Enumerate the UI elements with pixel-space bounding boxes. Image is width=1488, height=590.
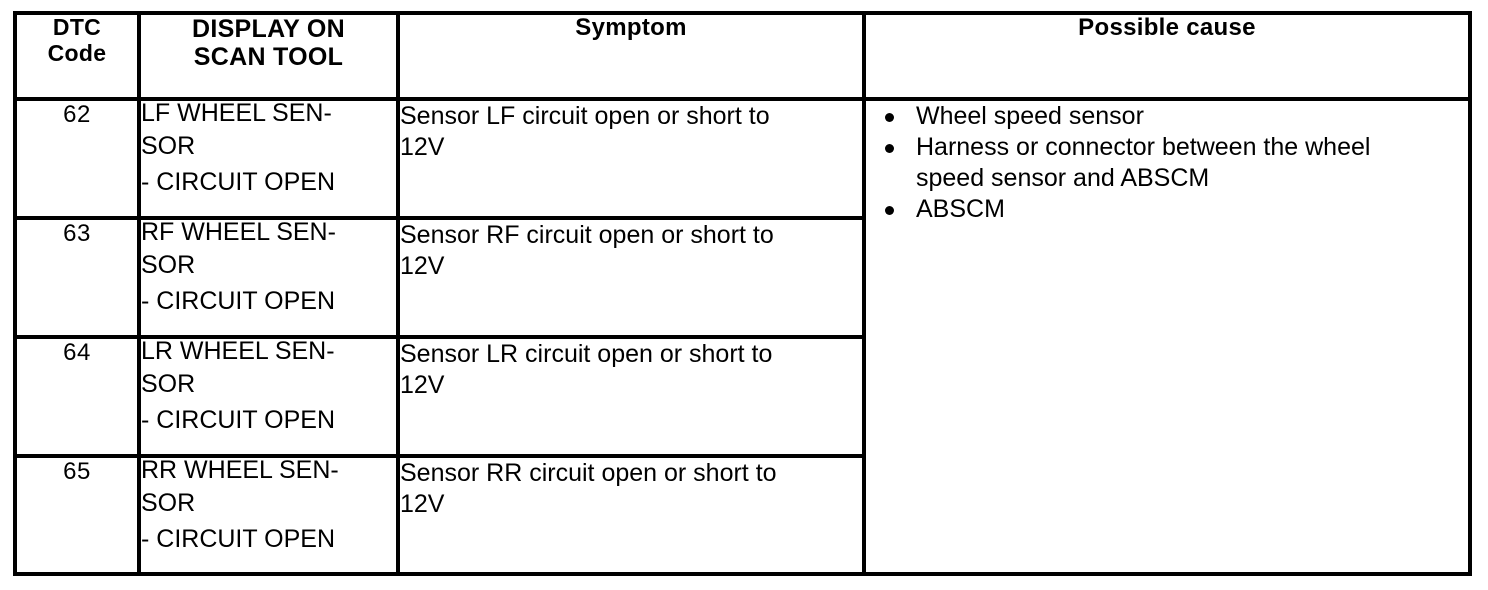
bullet-icon bbox=[885, 113, 894, 122]
possible-cause-text: ABSCM bbox=[916, 194, 1468, 225]
dtc-code-table: DTC Code DISPLAY ON SCAN TOOL Symptom Po… bbox=[13, 11, 1472, 576]
cell-symptom: Sensor LR circuit open or short to 12V bbox=[396, 335, 866, 458]
column-header-dtc-code-line-1: DTC bbox=[52, 14, 102, 40]
display-line-1: LR WHEEL SEN- bbox=[141, 337, 335, 365]
list-item: ABSCM bbox=[866, 194, 1468, 225]
column-header-display-line-2: SCAN TOOL bbox=[193, 43, 344, 71]
display-line-3: - CIRCUIT OPEN bbox=[141, 168, 335, 196]
cell-symptom: Sensor RF circuit open or short to 12V bbox=[396, 216, 866, 339]
symptom-line-1: Sensor RR circuit open or short to bbox=[400, 459, 777, 487]
symptom-line-1: Sensor LF circuit open or short to bbox=[400, 102, 770, 130]
table-row: 64 LR WHEEL SEN- SOR - CIRCUIT OPEN Sens… bbox=[13, 335, 1470, 458]
display-line-2: SOR bbox=[141, 489, 196, 517]
column-header-dtc-code: DTC Code bbox=[13, 11, 141, 101]
column-header-display-line-1: DISPLAY ON bbox=[191, 15, 346, 43]
cell-symptom: Sensor LF circuit open or short to 12V bbox=[396, 97, 866, 220]
symptom-line-2: 12V bbox=[400, 132, 445, 161]
cell-dtc-code: 64 bbox=[13, 335, 141, 458]
symptom-line-2: 12V bbox=[400, 251, 445, 280]
symptom-line-2: 12V bbox=[400, 489, 445, 518]
symptom-line-2: 12V bbox=[400, 370, 445, 399]
bullet-icon bbox=[885, 144, 894, 153]
possible-cause-line: Harness or connector between the wheel bbox=[916, 133, 1371, 161]
table-row: 63 RF WHEEL SEN- SOR - CIRCUIT OPEN Sens… bbox=[13, 216, 1470, 339]
column-header-possible-cause: Possible cause bbox=[862, 11, 1472, 101]
symptom-line-1: Sensor LR circuit open or short to bbox=[400, 340, 773, 368]
possible-cause-line: Wheel speed sensor bbox=[916, 102, 1144, 130]
cell-symptom: Sensor RR circuit open or short to 12V bbox=[396, 454, 866, 576]
bullet-icon bbox=[885, 206, 894, 215]
possible-cause-text: Harness or connector between the wheel s… bbox=[916, 132, 1468, 194]
cell-dtc-code: 63 bbox=[13, 216, 141, 339]
display-line-1: LF WHEEL SEN- bbox=[141, 99, 332, 127]
column-header-symptom: Symptom bbox=[396, 11, 866, 101]
column-header-possible-cause-line-1: Possible cause bbox=[1078, 14, 1256, 41]
display-line-1: RR WHEEL SEN- bbox=[141, 456, 339, 484]
cell-display-on-scan-tool: RF WHEEL SEN- SOR - CIRCUIT OPEN bbox=[137, 216, 400, 339]
table-header-row: DTC Code DISPLAY ON SCAN TOOL Symptom Po… bbox=[13, 11, 1472, 101]
list-item: Harness or connector between the wheel s… bbox=[866, 132, 1468, 194]
column-header-symptom-line-1: Symptom bbox=[575, 14, 687, 41]
cell-dtc-code: 65 bbox=[13, 454, 141, 576]
possible-cause-list: Wheel speed sensor Harness or connector … bbox=[866, 101, 1468, 225]
cell-display-on-scan-tool: LR WHEEL SEN- SOR - CIRCUIT OPEN bbox=[137, 335, 400, 458]
display-line-2: SOR bbox=[141, 251, 196, 279]
table-row: 65 RR WHEEL SEN- SOR - CIRCUIT OPEN Sens… bbox=[13, 454, 1470, 576]
display-line-1: RF WHEEL SEN- bbox=[141, 218, 336, 246]
column-header-dtc-code-line-2: Code bbox=[47, 39, 107, 66]
cell-dtc-code: 62 bbox=[13, 97, 141, 220]
cell-display-on-scan-tool: LF WHEEL SEN- SOR - CIRCUIT OPEN bbox=[137, 97, 400, 220]
possible-cause-line: speed sensor and ABSCM bbox=[916, 164, 1210, 192]
possible-cause-line: ABSCM bbox=[916, 195, 1005, 223]
cell-possible-cause: Wheel speed sensor Harness or connector … bbox=[862, 97, 1472, 576]
symptom-line-1: Sensor RF circuit open or short to bbox=[400, 221, 774, 249]
display-line-3: - CIRCUIT OPEN bbox=[141, 406, 335, 434]
column-header-display-on-scan-tool: DISPLAY ON SCAN TOOL bbox=[137, 11, 400, 101]
cell-display-on-scan-tool: RR WHEEL SEN- SOR - CIRCUIT OPEN bbox=[137, 454, 400, 576]
possible-cause-text: Wheel speed sensor bbox=[916, 101, 1468, 132]
display-line-2: SOR bbox=[141, 370, 196, 398]
display-line-2: SOR bbox=[141, 132, 196, 160]
list-item: Wheel speed sensor bbox=[866, 101, 1468, 132]
display-line-3: - CIRCUIT OPEN bbox=[141, 525, 335, 553]
table-row: 62 LF WHEEL SEN- SOR - CIRCUIT OPEN Sens… bbox=[13, 97, 1472, 576]
display-line-3: - CIRCUIT OPEN bbox=[141, 287, 335, 315]
